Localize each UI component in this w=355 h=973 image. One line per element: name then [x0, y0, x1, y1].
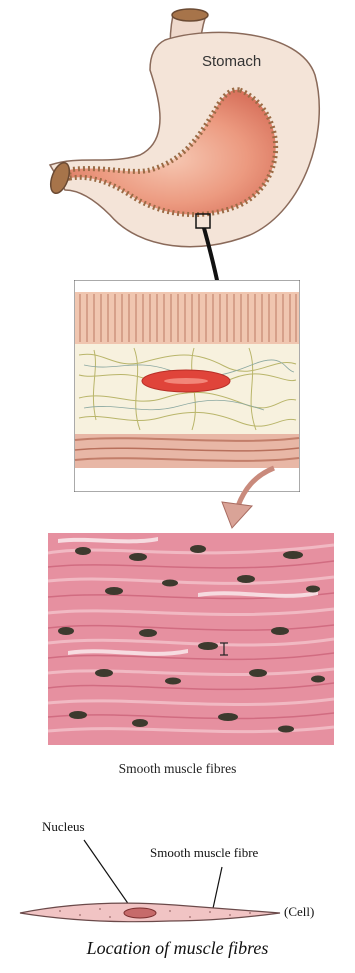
cell-label: (Cell) [284, 904, 314, 920]
smooth-muscle-micrograph [48, 533, 334, 745]
nucleus [124, 908, 156, 918]
smooth-muscle-fibre-label: Smooth muscle fibre [150, 845, 258, 861]
stomach-wall-cross-section [74, 280, 300, 492]
curved-arrow-icon [214, 462, 284, 532]
fibre-pointer-line [212, 867, 222, 913]
stomach-outer-wall [50, 32, 319, 246]
smooth-muscle-caption: Smooth muscle fibres [0, 761, 355, 777]
stomach-label: Stomach [202, 53, 261, 70]
nucleus-label: Nucleus [42, 819, 85, 835]
figure-title: Location of muscle fibres [0, 938, 355, 959]
esophagus-opening [172, 9, 208, 21]
stomach-illustration [0, 0, 355, 290]
